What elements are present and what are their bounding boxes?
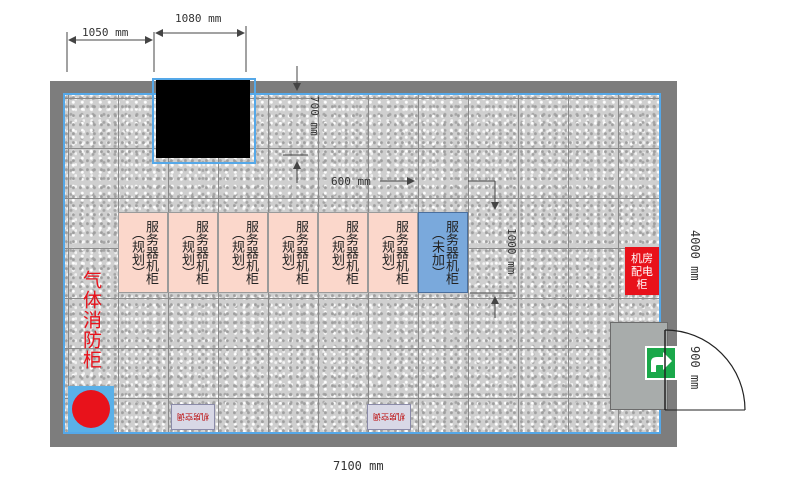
dim-1080: 1080 mm bbox=[175, 12, 222, 25]
shaft-outline bbox=[152, 78, 256, 164]
gas-fire-cabinet[interactable] bbox=[68, 386, 114, 432]
cabinet-label: 服务器机柜 （规划） bbox=[279, 220, 308, 285]
dim-1000: 1000 mm bbox=[505, 228, 518, 275]
cabinet-label: 服务器机柜 （规划） bbox=[129, 220, 158, 285]
server-cabinet-planned-5[interactable]: 服务器机柜 （规划） bbox=[318, 212, 368, 293]
cabinet-label: 服务器机柜 （规划） bbox=[329, 220, 358, 285]
cabinet-label: 服务器机柜 （未加） bbox=[429, 220, 458, 285]
gas-cylinder-icon bbox=[72, 390, 110, 428]
cabinet-label: 服务器机柜 （规划） bbox=[229, 220, 258, 285]
dim-1050: 1050 mm bbox=[82, 26, 129, 39]
server-cabinet-planned-3[interactable]: 服务器机柜 （规划） bbox=[218, 212, 268, 293]
server-cabinet-planned-2[interactable]: 服务器机柜 （规划） bbox=[168, 212, 218, 293]
gas-fire-cabinet-label: 气体消防柜 bbox=[80, 270, 102, 370]
server-cabinet-planned-6[interactable]: 服务器机柜 （规划） bbox=[368, 212, 418, 293]
dim-600: 600 mm bbox=[331, 175, 371, 188]
cabinet-label: 服务器机柜 （规划） bbox=[379, 220, 408, 285]
server-cabinet-planned-4[interactable]: 服务器机柜 （规划） bbox=[268, 212, 318, 293]
cabinet-label: 服务器机柜 （规划） bbox=[179, 220, 208, 285]
structural-column bbox=[156, 80, 250, 158]
dim-4000: 4000 mm bbox=[688, 230, 702, 281]
dim-900: 900 mm bbox=[688, 346, 702, 390]
exit-sign-icon bbox=[645, 346, 677, 380]
dim-700: 700 mm bbox=[308, 96, 321, 136]
server-cabinet-added[interactable]: 服务器机柜 （未加） bbox=[418, 212, 468, 293]
server-cabinet-planned-1[interactable]: 服务器机柜 （规划） bbox=[118, 212, 168, 293]
power-distribution-cabinet[interactable]: 机房 配电 柜 bbox=[625, 247, 659, 295]
exit-arrow-icon bbox=[651, 352, 672, 372]
dim-7100: 7100 mm bbox=[333, 459, 384, 473]
